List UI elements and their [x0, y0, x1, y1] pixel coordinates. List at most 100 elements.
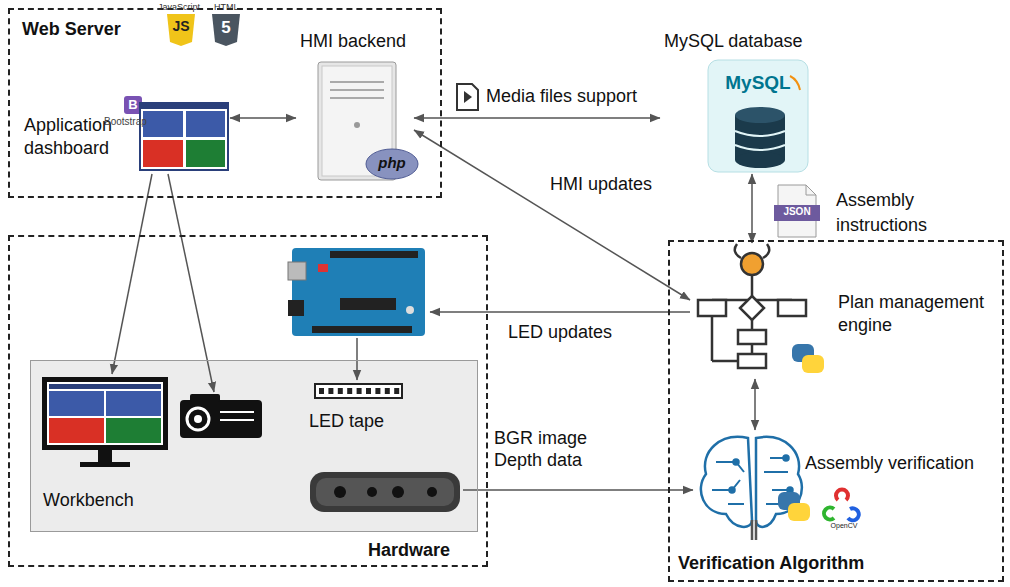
- brain-icon: [701, 437, 752, 527]
- workbench-ground: [30, 360, 478, 532]
- led-tape: [366, 388, 371, 394]
- dashboard-node: Application dashboard: [22, 98, 230, 174]
- brain-icon: [701, 437, 802, 540]
- signal-arrow: [463, 489, 693, 491]
- dashboard-icon: [140, 103, 228, 109]
- connector-arrow: [754, 379, 756, 430]
- javascript-logo: [167, 14, 195, 46]
- opencv-logo: [824, 507, 834, 519]
- led-tape: [394, 388, 399, 394]
- html5-logo: [212, 14, 240, 46]
- flowchart-icon: [698, 244, 806, 368]
- database-icon: [735, 107, 785, 123]
- signal-arrow: [430, 311, 690, 313]
- dashboard-icon: [186, 111, 225, 137]
- workbench-ground: [30, 360, 478, 532]
- server-icon: [330, 97, 384, 99]
- server-icon: [318, 62, 418, 180]
- led-tape: [338, 388, 343, 394]
- brain-icon: [788, 488, 793, 493]
- group-box: LED tapeWorkbenchHardware: [8, 235, 488, 567]
- flowchart-icon: [738, 354, 766, 368]
- brain-icon: [752, 520, 756, 540]
- monitor: [49, 384, 161, 389]
- media-icon: [457, 84, 478, 110]
- database-icon: [708, 60, 808, 172]
- edge-label: Assembly instructions: [834, 188, 958, 238]
- logo-text: 5: [212, 18, 240, 38]
- workbench-box: LED tapeWorkbench: [30, 360, 478, 532]
- flowchart-icon: [751, 275, 754, 296]
- node-label: MySQL database: [664, 30, 802, 53]
- group-box: Plan management engineAssembly verificat…: [668, 240, 1004, 582]
- flowchart-icon: [735, 244, 770, 258]
- media-icon: [457, 84, 478, 110]
- projector: [190, 394, 220, 402]
- flowchart-icon: [778, 300, 806, 316]
- node-label: HMI backend: [300, 30, 406, 53]
- arduino-board: [340, 298, 396, 310]
- python-logo: [778, 492, 810, 521]
- database-icon: [735, 131, 785, 150]
- led-tape: [375, 388, 380, 394]
- edge-label: HMI updates: [548, 174, 654, 196]
- logo-text: OpenCV: [826, 522, 862, 530]
- json-file-icon: [774, 185, 820, 237]
- logo-text: php: [366, 154, 418, 172]
- brain-icon: [730, 488, 735, 493]
- arduino-board: [406, 306, 414, 314]
- arduino-board: [288, 262, 306, 280]
- database-icon: [708, 60, 808, 172]
- depth-camera: [392, 486, 404, 498]
- dashboard-icon: [186, 140, 225, 167]
- server-icon: [366, 149, 418, 179]
- flowchart-icon: [712, 360, 738, 363]
- node-label: Assembly verification: [805, 452, 974, 475]
- connector-arrow: [414, 117, 660, 119]
- flowchart-icon: [740, 296, 764, 320]
- led-tape: [385, 388, 390, 394]
- connector-layer: [230, 118, 755, 430]
- signal-arrow: [356, 338, 358, 380]
- media-icon: [464, 91, 472, 103]
- database-icon: [735, 152, 785, 168]
- javascript-logo: [167, 14, 195, 46]
- arduino-board: [312, 326, 412, 333]
- arduino-board: [318, 264, 328, 272]
- logo-text: MySQL: [712, 72, 804, 95]
- logo-text: JavaScript: [158, 2, 200, 13]
- engine-node: Plan management engine: [690, 243, 1002, 379]
- node-label: Workbench: [43, 489, 134, 512]
- led-tape: [315, 384, 402, 398]
- connector-arrow: [751, 174, 753, 243]
- depth-camera: [367, 487, 377, 497]
- monitor: [98, 450, 112, 462]
- brain-icon: [784, 456, 789, 461]
- projector: [187, 408, 209, 430]
- led-tape: [315, 384, 402, 398]
- group-title: Web Server: [22, 18, 121, 41]
- flowchart-icon: [741, 253, 763, 275]
- projector: [220, 419, 254, 421]
- monitor: [106, 391, 161, 416]
- logo-text: JS: [167, 18, 195, 35]
- flowchart-icon: [751, 320, 754, 330]
- json-file-icon: [774, 205, 820, 221]
- flowchart-icon: [738, 330, 766, 344]
- verification-node: Assembly verification: [695, 430, 1000, 538]
- led-tape: [328, 388, 333, 394]
- depth-camera: [310, 472, 460, 512]
- python-logo: [802, 355, 824, 373]
- opencv-logo: [836, 490, 848, 500]
- database-icon: [790, 76, 800, 90]
- monitor: [42, 377, 168, 450]
- monitor: [47, 382, 163, 445]
- server-icon: [330, 89, 384, 91]
- monitor: [49, 418, 104, 443]
- arduino-board: [288, 248, 425, 336]
- monitor: [49, 391, 104, 416]
- opencv-logo: [848, 508, 859, 520]
- flowchart-icon: [711, 316, 714, 361]
- logo-text: JSON: [774, 206, 820, 218]
- signal-arrow: [112, 174, 693, 490]
